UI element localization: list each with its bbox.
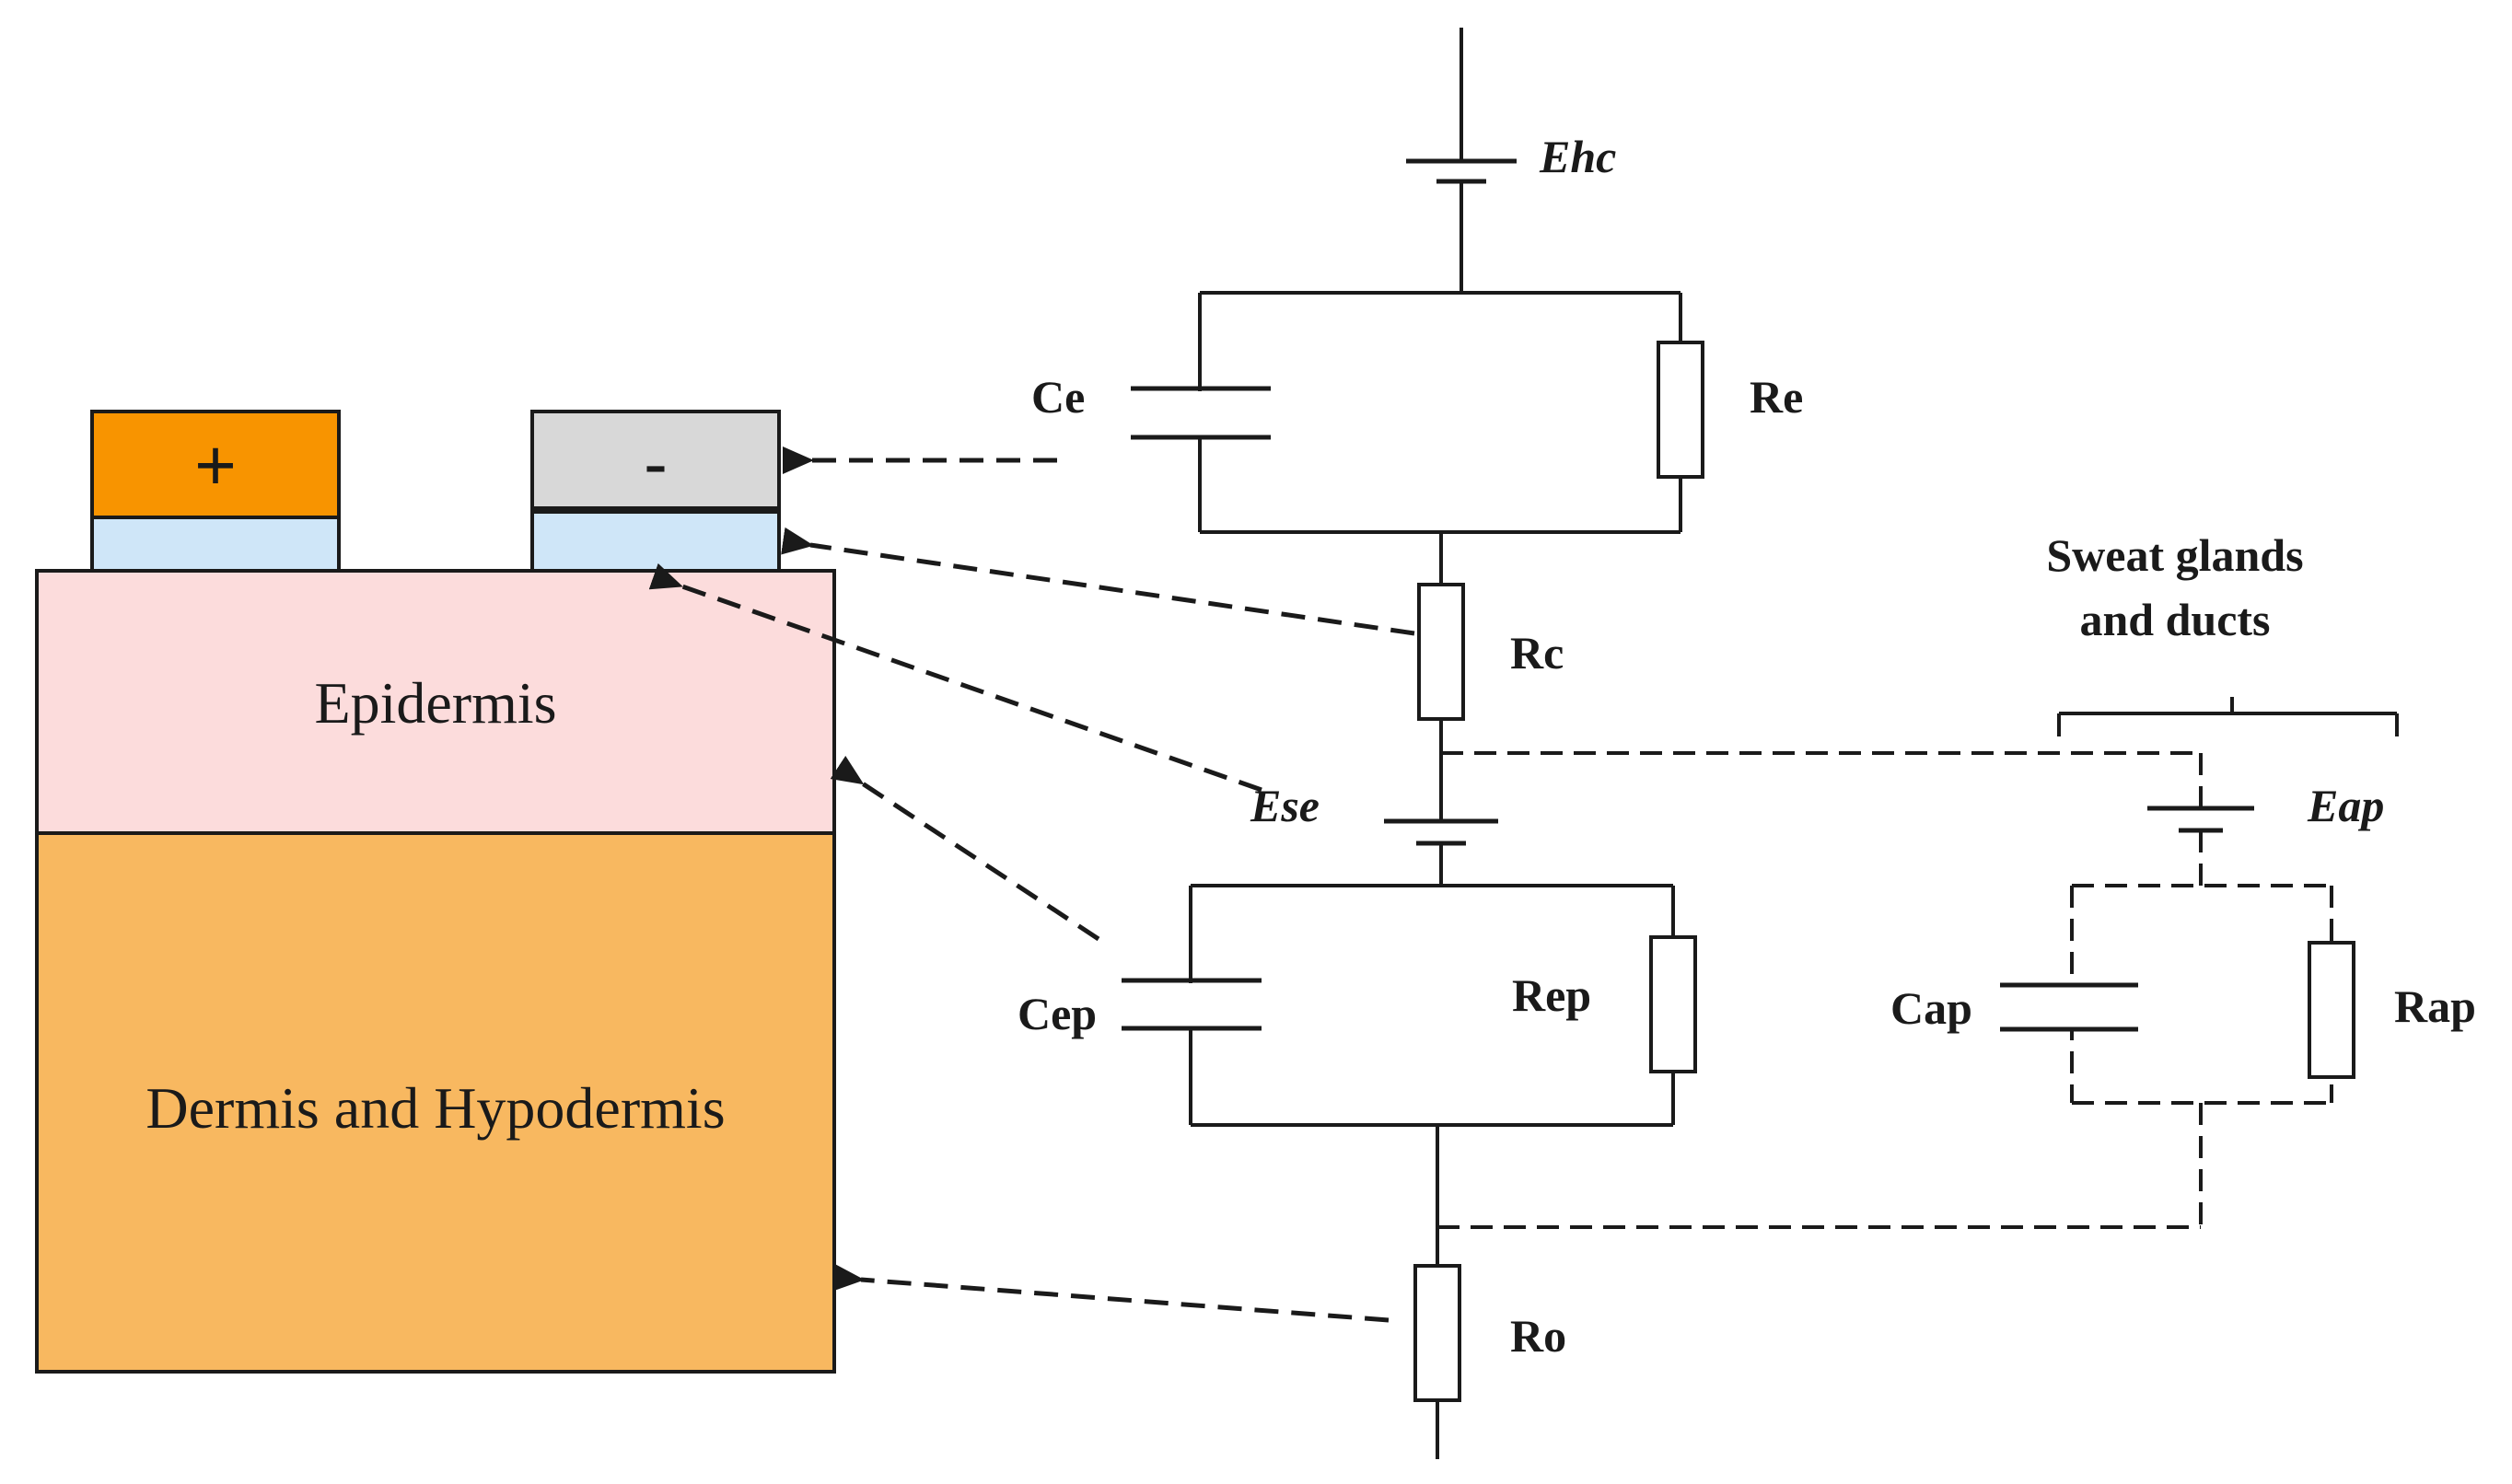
re-resistor [1657, 341, 1704, 479]
negative-electrode-contact [530, 508, 781, 573]
dermis-layer [35, 831, 836, 1374]
ro-resistor [1413, 1264, 1461, 1402]
mapping-arrows [648, 446, 1415, 1323]
sweat-glands-label-line1: Sweat glands [2046, 529, 2303, 581]
positive-symbol: + [194, 424, 237, 505]
epidermis-label: Epidermis [314, 670, 556, 736]
label-rap: Rap [2394, 980, 2476, 1032]
main-circuit [1122, 28, 1704, 1459]
label-ehc: Ehc [1539, 131, 1616, 182]
label-ce: Ce [1031, 371, 1085, 423]
label-cap: Cap [1890, 982, 1972, 1034]
positive-electrode-contact [90, 516, 341, 573]
negative-symbol: - [644, 423, 668, 504]
arrow-cep-to-epidermis [830, 755, 1100, 942]
arrow-rc-to-contact [781, 527, 1415, 636]
label-re: Re [1750, 371, 1803, 423]
label-ro: Ro [1510, 1310, 1566, 1362]
epidermis-layer [35, 569, 836, 835]
label-rc: Rc [1510, 627, 1564, 678]
label-eap: Eap [2307, 780, 2384, 831]
label-ese: Ese [1250, 780, 1320, 831]
arrow-ese-to-epidermis-top [648, 562, 1262, 793]
sweat-glands-label-line2: and ducts [2079, 594, 2270, 645]
label-rep: Rep [1512, 969, 1591, 1021]
rc-resistor [1417, 583, 1465, 721]
label-cep: Cep [1018, 988, 1097, 1039]
arrow-ro-to-dermis [832, 1263, 1390, 1323]
negative-electrode [530, 410, 781, 512]
sweat-gland-branch [1437, 697, 2399, 1229]
rap-resistor [2308, 941, 2355, 1079]
dermis-label: Dermis and Hypodermis [145, 1075, 725, 1141]
positive-electrode [90, 410, 341, 519]
rep-resistor [1649, 935, 1697, 1073]
